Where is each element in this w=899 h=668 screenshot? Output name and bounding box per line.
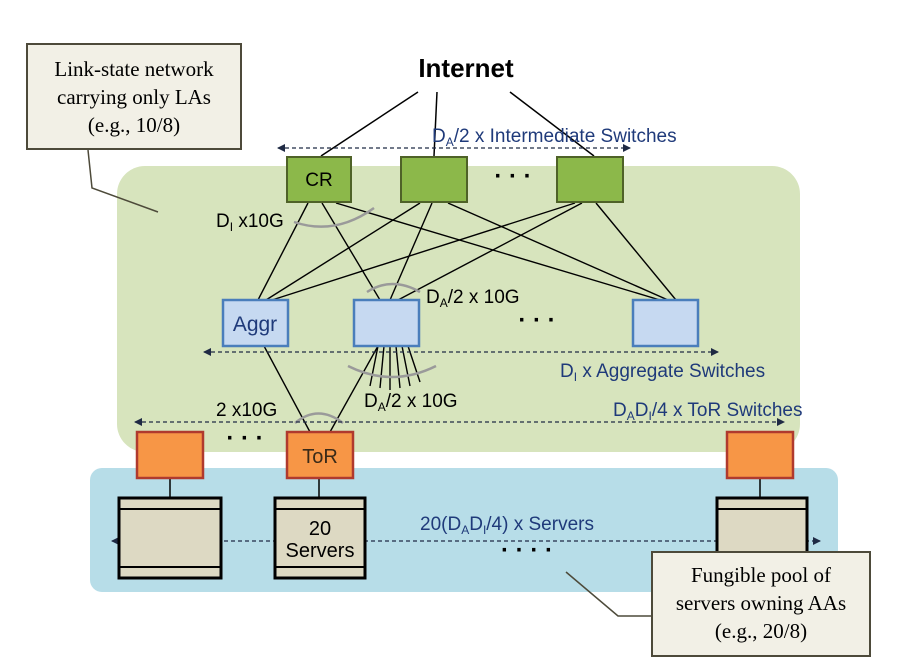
callout-bottom-right-pointer	[565, 571, 652, 617]
callout-top-left-line2: carrying only LAs	[57, 85, 211, 109]
callout-top-left	[26, 43, 242, 150]
callout-top-left-pointer	[87, 149, 159, 213]
tor-server-links	[169, 478, 761, 498]
callout-bottom-right	[651, 551, 871, 657]
callout-top-left-line1: Link-state network	[54, 57, 214, 81]
core-switch-3	[556, 156, 624, 203]
server-rack-1	[117, 496, 223, 580]
callout-top-left-line3: (e.g., 10/8)	[88, 113, 180, 137]
tor-link-label: 2 x10G	[216, 400, 277, 421]
aggr-downlink-label: DA/2 x 10G	[364, 391, 458, 414]
tor-switch-2	[285, 430, 355, 480]
internet-title: Internet	[418, 53, 514, 83]
core-switch-cr	[286, 156, 352, 203]
core-switch-label: CR	[305, 170, 332, 191]
servers-label: 20(DADI/4) x Servers	[420, 514, 594, 537]
core-link-label: DI x10G	[216, 211, 284, 234]
aggr-switch-3	[631, 298, 700, 348]
servers-ellipsis: · · · ·	[501, 537, 553, 564]
intermediate-switches-label: DA/2 x Intermediate Switches	[432, 126, 677, 149]
tor-ellipsis: · · ·	[226, 425, 263, 452]
server-count: 20	[309, 518, 331, 540]
aggr-ellipsis: · · ·	[518, 307, 555, 334]
aggr-switch-label: Aggr	[233, 313, 277, 336]
server-rack-2	[273, 496, 367, 580]
server-label: Servers	[286, 540, 355, 562]
callout-bottom-right-line3: (e.g., 20/8)	[715, 619, 807, 643]
core-switch-2	[400, 156, 468, 203]
tor-switch-1	[135, 430, 205, 480]
core-ellipsis: · · ·	[494, 163, 531, 190]
tor-switches-label: DADI/4 x ToR Switches	[613, 400, 802, 423]
range-arrows	[111, 144, 821, 545]
callout-bottom-right-line1: Fungible pool of	[691, 563, 831, 587]
green-region	[117, 166, 800, 452]
aggr-switch-2	[352, 298, 421, 348]
aggr-switch-1	[221, 298, 290, 348]
tor-switch-3	[725, 430, 795, 480]
aggr-uplink-label: DA/2 x 10G	[426, 287, 520, 310]
tor-switch-label: ToR	[302, 446, 338, 468]
callout-bottom-right-line2: servers owning AAs	[676, 591, 846, 615]
aggregate-switches-label: DI x Aggregate Switches	[560, 361, 765, 384]
